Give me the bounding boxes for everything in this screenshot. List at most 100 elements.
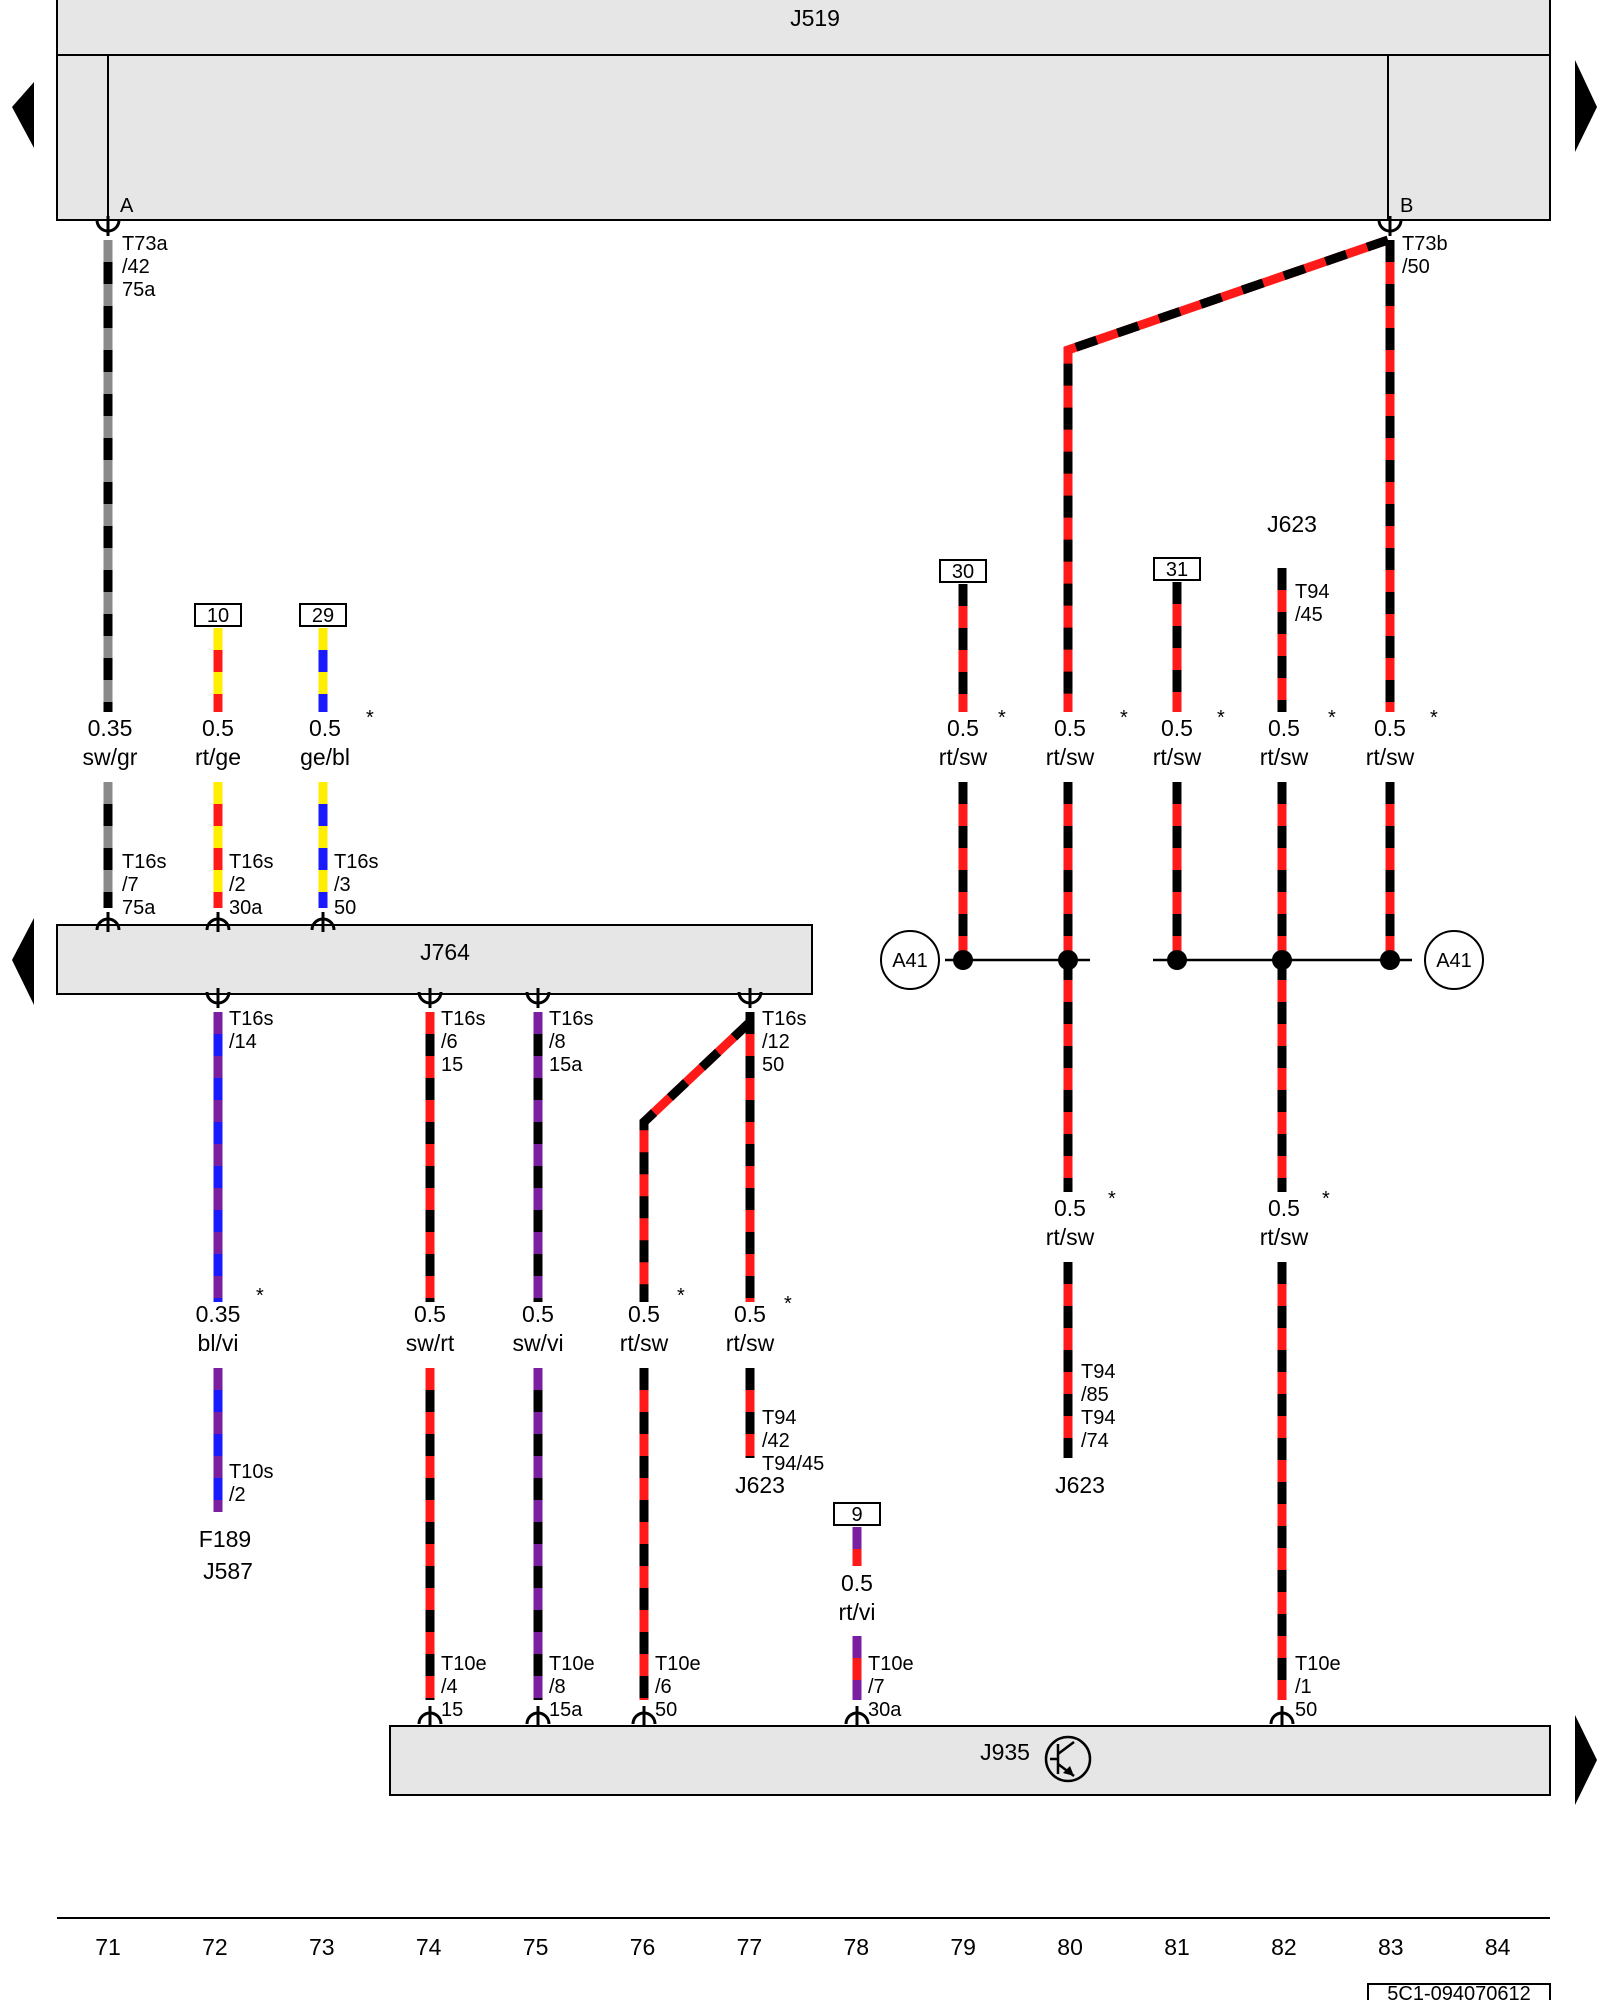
svg-text:0.5: 0.5 <box>1268 1195 1300 1221</box>
connector-cup-bottom-1 <box>205 912 231 932</box>
svg-text:0.5: 0.5 <box>1054 715 1086 741</box>
pin-label-p_t94_45: T94/45 <box>1295 581 1329 626</box>
svg-text:0.5: 0.5 <box>628 1301 660 1327</box>
terminal-31: 31 <box>1153 557 1201 581</box>
svg-text:0.35: 0.35 <box>88 715 133 741</box>
j623-top-label: J623 <box>1267 511 1317 537</box>
connector-cup-top-3 <box>417 988 443 1008</box>
column-number-82: 82 <box>1271 1934 1297 1960</box>
svg-text:*: * <box>1328 707 1336 729</box>
connector-cup-bottom-4 <box>525 1706 551 1726</box>
column-number-81: 81 <box>1164 1934 1190 1960</box>
column-number-76: 76 <box>630 1934 656 1960</box>
ground-ref-left[interactable]: A41 <box>880 930 940 990</box>
column-number-71: 71 <box>95 1934 121 1960</box>
column-number-73: 73 <box>309 1934 335 1960</box>
connector-cup-top-1 <box>1377 216 1403 236</box>
connector-cup-bottom-0 <box>95 912 121 932</box>
j623-col80-label: J623 <box>1055 1472 1105 1498</box>
svg-text:*: * <box>1322 1188 1330 1210</box>
wire-label-w72b: 0.35 bl/vi * <box>196 1285 264 1356</box>
svg-text:31: 31 <box>1166 559 1188 581</box>
wire-label-w72: 0.5 rt/ge <box>195 715 241 770</box>
svg-text:30: 30 <box>952 561 974 583</box>
wire-label-w77: 0.5 rt/sw * <box>726 1293 792 1356</box>
wire-label-w73: 0.5 ge/bl * <box>300 707 374 770</box>
svg-text:*: * <box>1120 707 1128 729</box>
j764-label: J764 <box>420 939 470 965</box>
svg-text:ge/bl: ge/bl <box>300 744 350 770</box>
svg-text:rt/sw: rt/sw <box>1260 1224 1309 1250</box>
svg-text:0.5: 0.5 <box>202 715 234 741</box>
terminal-29: 29 <box>299 603 347 627</box>
svg-text:0.5: 0.5 <box>1374 715 1406 741</box>
column-number-78: 78 <box>844 1934 870 1960</box>
connectors-layer <box>95 216 1403 1726</box>
svg-text:sw/rt: sw/rt <box>406 1330 455 1356</box>
wire-label-w71: 0.35 sw/gr <box>83 715 138 770</box>
svg-text:0.5: 0.5 <box>1268 715 1300 741</box>
svg-text:0.5: 0.5 <box>1161 715 1193 741</box>
nav-left-arrow-top[interactable] <box>12 82 34 148</box>
svg-text:A41: A41 <box>1436 950 1472 972</box>
svg-text:rt/sw: rt/sw <box>1153 744 1202 770</box>
terminal-10: 10 <box>194 603 242 627</box>
wire-label-w82: 0.5 rt/sw * <box>1260 707 1336 770</box>
connector-cup-top-0 <box>95 216 121 236</box>
wire-label-w78: 0.5 rt/vi <box>838 1570 875 1625</box>
svg-text:*: * <box>998 707 1006 729</box>
svg-text:*: * <box>784 1293 792 1315</box>
svg-text:0.5: 0.5 <box>841 1570 873 1596</box>
svg-text:*: * <box>1217 707 1225 729</box>
svg-text:rt/sw: rt/sw <box>939 744 988 770</box>
pin-label-p_t10s2: T10s/2 <box>229 1461 273 1506</box>
nav-right-arrow-bottom[interactable] <box>1575 1715 1597 1805</box>
j587-label: J587 <box>203 1558 253 1584</box>
junction-dot-2 <box>1167 950 1187 970</box>
svg-text:*: * <box>1108 1188 1116 1210</box>
connector-cup-bottom-6 <box>844 1706 870 1726</box>
svg-text:0.5: 0.5 <box>522 1301 554 1327</box>
svg-text:rt/ge: rt/ge <box>195 744 241 770</box>
pin-label-p_t16s14: T16s/14 <box>229 1008 273 1053</box>
wire-label-w75: 0.5 sw/vi <box>512 1301 563 1356</box>
drawing-id: 5C1-094070612 <box>1367 1983 1551 2000</box>
junction-dots <box>953 950 1400 970</box>
wire-label-w80: 0.5 rt/sw * <box>1046 707 1128 770</box>
wire-label-w81: 0.5 rt/sw * <box>1153 707 1225 770</box>
junction-dot-4 <box>1380 950 1400 970</box>
svg-text:rt/sw: rt/sw <box>1260 744 1309 770</box>
wire-label-w74: 0.5 sw/rt <box>406 1301 455 1356</box>
j519-body-box <box>56 54 1551 221</box>
column-number-84: 84 <box>1485 1934 1511 1960</box>
transistor-icon <box>1044 1735 1092 1783</box>
j764-box <box>56 924 813 995</box>
nav-left-arrow-mid[interactable] <box>12 918 34 1005</box>
svg-text:0.35: 0.35 <box>196 1301 241 1327</box>
column-number-74: 74 <box>416 1934 442 1960</box>
connector-cup-top-2 <box>205 988 231 1008</box>
junction-dot-3 <box>1272 950 1292 970</box>
svg-text:5C1-094070612: 5C1-094070612 <box>1387 1983 1530 2000</box>
svg-text:0.5: 0.5 <box>309 715 341 741</box>
nav-right-arrow-top[interactable] <box>1575 60 1597 152</box>
ground-ref-right[interactable]: A41 <box>1424 930 1484 990</box>
wire-label-w80b: 0.5 rt/sw * <box>1046 1188 1116 1250</box>
point-b-label: B <box>1400 195 1413 217</box>
j623-col77-label: J623 <box>735 1472 785 1498</box>
wire-label-w76: 0.5 rt/sw * <box>620 1285 685 1356</box>
terminal-30: 30 <box>939 559 987 583</box>
column-number-75: 75 <box>523 1934 549 1960</box>
svg-text:0.5: 0.5 <box>734 1301 766 1327</box>
svg-text:sw/gr: sw/gr <box>83 744 138 770</box>
column-number-79: 79 <box>950 1934 976 1960</box>
